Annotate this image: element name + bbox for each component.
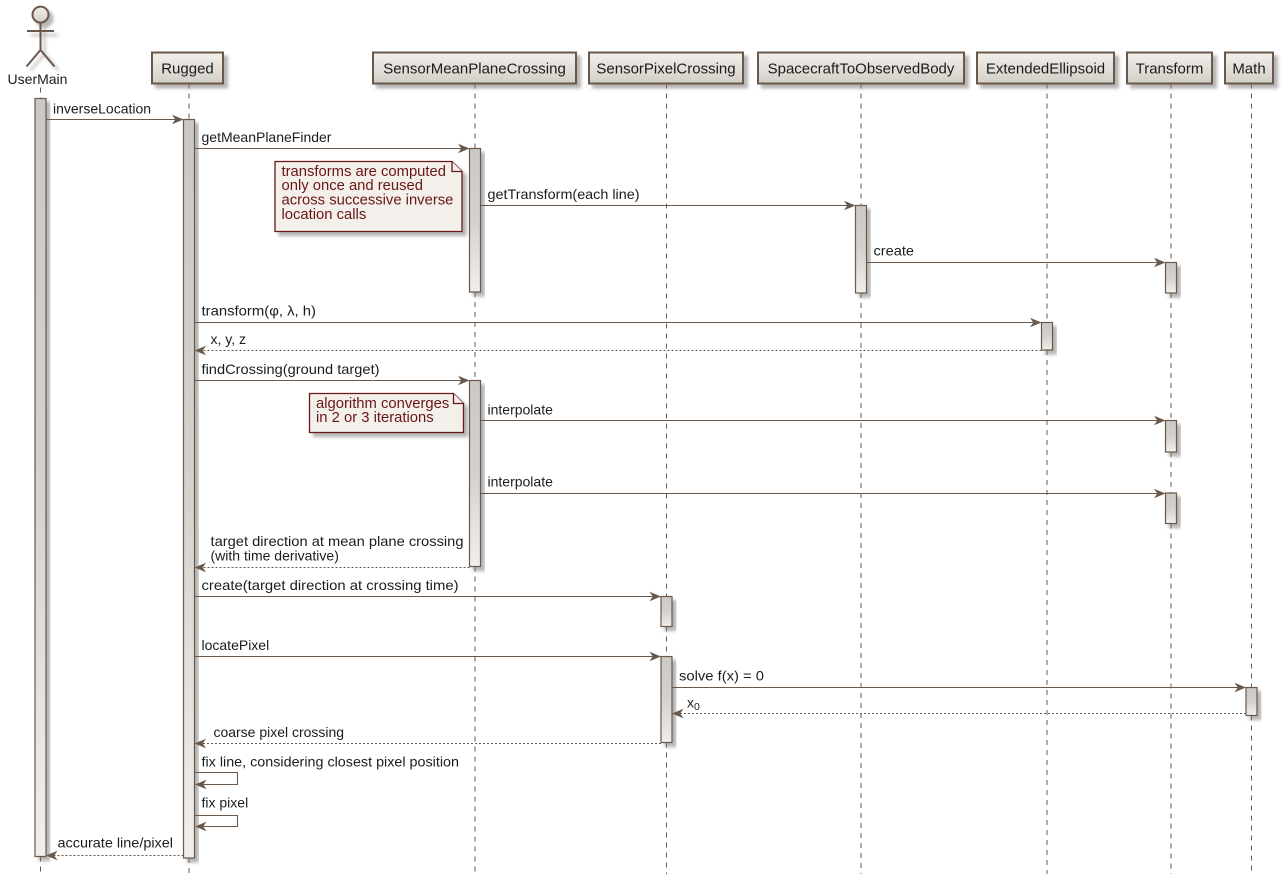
svg-text:findCrossing(ground target): findCrossing(ground target) — [202, 361, 380, 377]
svg-text:getMeanPlaneFinder: getMeanPlaneFinder — [202, 129, 332, 145]
svg-text:Rugged: Rugged — [161, 61, 214, 78]
svg-text:fix pixel: fix pixel — [202, 795, 249, 811]
svg-text:ExtendedEllipsoid: ExtendedEllipsoid — [986, 61, 1105, 78]
svg-text:Transform: Transform — [1136, 61, 1204, 78]
svg-text:transforms are computed: transforms are computed — [282, 164, 446, 180]
svg-text:transform(φ, λ, h): transform(φ, λ, h) — [202, 303, 317, 319]
svg-text:location calls: location calls — [282, 207, 367, 223]
svg-text:interpolate: interpolate — [488, 474, 554, 490]
svg-text:(with time derivative): (with time derivative) — [211, 547, 339, 563]
svg-text:interpolate: interpolate — [488, 401, 554, 417]
svg-text:accurate line/pixel: accurate line/pixel — [58, 834, 174, 850]
svg-text:Math: Math — [1232, 61, 1265, 78]
svg-text:coarse pixel crossing: coarse pixel crossing — [214, 724, 345, 740]
svg-text:x, y, z: x, y, z — [211, 331, 247, 347]
svg-text:in 2 or 3 iterations: in 2 or 3 iterations — [316, 410, 434, 426]
svg-text:x0: x0 — [687, 695, 700, 714]
svg-text:locatePixel: locatePixel — [202, 637, 270, 653]
svg-text:getTransform(each line): getTransform(each line) — [488, 186, 640, 202]
svg-text:UserMain: UserMain — [8, 71, 68, 87]
svg-text:inverseLocation: inverseLocation — [53, 101, 151, 117]
svg-text:create: create — [874, 243, 915, 259]
svg-text:target direction at mean plane: target direction at mean plane crossing — [211, 533, 464, 549]
svg-text:algorithm converges: algorithm converges — [316, 396, 449, 412]
svg-text:fix line, considering closest: fix line, considering closest pixel posi… — [202, 754, 460, 770]
svg-text:SensorMeanPlaneCrossing: SensorMeanPlaneCrossing — [383, 61, 566, 78]
svg-text:across successive inverse: across successive inverse — [282, 193, 454, 209]
svg-text:SensorPixelCrossing: SensorPixelCrossing — [596, 61, 735, 78]
svg-text:SpacecraftToObservedBody: SpacecraftToObservedBody — [768, 61, 955, 78]
svg-text:create(target direction at cro: create(target direction at crossing time… — [202, 577, 459, 593]
svg-text:only once and reused: only once and reused — [282, 178, 424, 194]
svg-text:solve f(x) = 0: solve f(x) = 0 — [679, 668, 764, 684]
